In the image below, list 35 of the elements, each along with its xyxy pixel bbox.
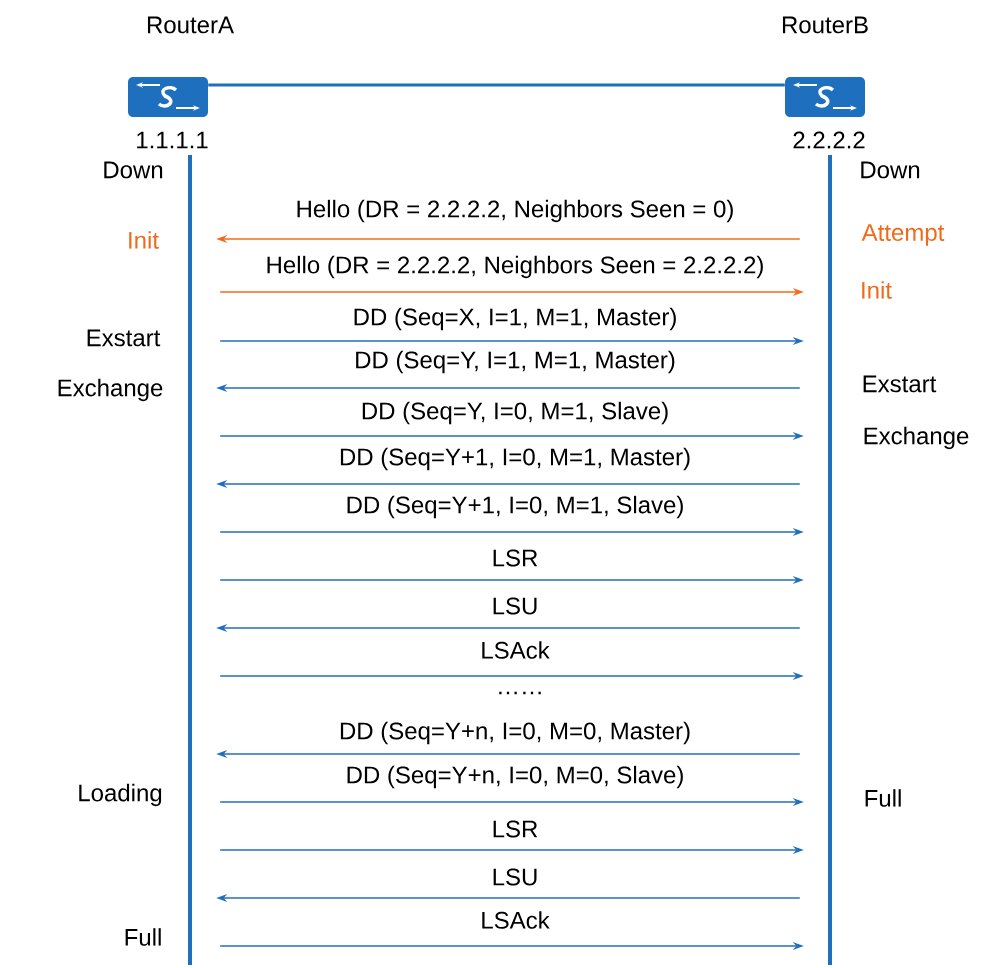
lifeline bbox=[828, 155, 832, 965]
lifeline bbox=[188, 155, 192, 965]
ellipsis: …… bbox=[499, 691, 541, 695]
message-label: Hello (DR = 2.2.2.2, Neighbors Seen = 2.2.2.2) bbox=[264, 254, 766, 280]
state-label: Full bbox=[125, 928, 161, 946]
state-label: Init bbox=[129, 231, 159, 249]
message-label: DD (Seq=Y+1, I=0, M=1, Master) bbox=[337, 446, 693, 472]
message-label: DD (Seq=X, I=1, M=1, Master) bbox=[351, 306, 679, 332]
state-label: Init bbox=[862, 281, 892, 299]
state-label: Exstart bbox=[863, 375, 937, 393]
message-label: DD (Seq=Y+n, I=0, M=0, Master) bbox=[337, 720, 693, 746]
message-label: DD (Seq=Y+n, I=0, M=0, Slave) bbox=[344, 764, 686, 790]
link-line bbox=[208, 83, 785, 87]
message-label: Hello (DR = 2.2.2.2, Neighbors Seen = 0) bbox=[294, 198, 736, 224]
router-name: RouterA bbox=[147, 16, 234, 34]
message-label: LSAck bbox=[479, 910, 551, 930]
address-label: 1.1.1.1 bbox=[137, 131, 208, 149]
message-label: DD (Seq=Y, I=1, M=1, Master) bbox=[353, 349, 677, 375]
state-label: Exchange bbox=[58, 378, 163, 402]
message-label: LSR bbox=[490, 548, 540, 568]
state-label: Full bbox=[865, 789, 901, 807]
state-label: Down bbox=[104, 161, 163, 179]
message-label: LSU bbox=[490, 596, 540, 616]
state-label: Attempt bbox=[861, 224, 945, 246]
address-label: 2.2.2.2 bbox=[793, 131, 865, 149]
state-label: Exstart bbox=[87, 329, 161, 347]
state-label: Down bbox=[861, 161, 920, 179]
message-label: LSR bbox=[490, 819, 540, 839]
message-label: DD (Seq=Y, I=0, M=1, Slave) bbox=[359, 400, 671, 426]
message-label: DD (Seq=Y+1, I=0, M=1, Slave) bbox=[344, 494, 686, 520]
state-label: Exchange bbox=[864, 426, 969, 450]
message-label: LSAck bbox=[479, 640, 551, 660]
router-name: RouterB bbox=[782, 16, 868, 34]
message-label: LSU bbox=[490, 867, 540, 887]
state-label: Loading bbox=[79, 783, 162, 807]
